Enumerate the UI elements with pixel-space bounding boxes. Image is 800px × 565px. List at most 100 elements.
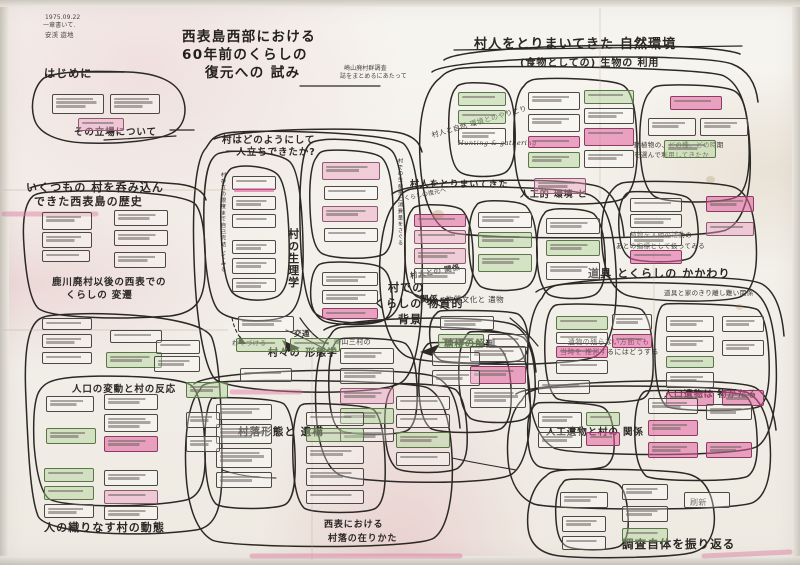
- note-card[interactable]: [528, 92, 580, 110]
- note-card[interactable]: [104, 436, 158, 452]
- note-card[interactable]: [630, 250, 682, 264]
- note-card[interactable]: [46, 396, 94, 412]
- note-card[interactable]: [238, 316, 294, 332]
- note-card[interactable]: [340, 388, 394, 404]
- note-card[interactable]: [110, 94, 160, 114]
- note-card[interactable]: [114, 210, 168, 226]
- note-card[interactable]: [232, 278, 276, 292]
- note-card[interactable]: [42, 212, 92, 230]
- note-card[interactable]: [154, 356, 200, 372]
- note-card[interactable]: [104, 394, 158, 410]
- note-card[interactable]: [538, 380, 590, 394]
- note-card[interactable]: [340, 348, 394, 364]
- note-card[interactable]: [438, 334, 484, 348]
- note-card[interactable]: [458, 110, 506, 124]
- note-card[interactable]: [396, 414, 450, 428]
- note-card[interactable]: [44, 468, 94, 482]
- note-card[interactable]: [306, 468, 364, 486]
- note-card[interactable]: [584, 128, 634, 146]
- note-card[interactable]: [414, 230, 466, 244]
- note-card[interactable]: [306, 490, 364, 504]
- note-card[interactable]: [104, 470, 158, 486]
- note-card[interactable]: [322, 308, 378, 319]
- note-card[interactable]: [52, 94, 104, 114]
- note-card[interactable]: [104, 414, 158, 432]
- note-card[interactable]: [584, 90, 634, 104]
- note-card[interactable]: [322, 162, 380, 180]
- note-card[interactable]: [44, 504, 94, 518]
- note-card[interactable]: [648, 420, 698, 436]
- note-card[interactable]: [340, 368, 394, 384]
- note-card[interactable]: [414, 248, 466, 264]
- note-card[interactable]: [556, 316, 608, 330]
- note-card[interactable]: [556, 346, 608, 358]
- note-card[interactable]: [156, 340, 200, 354]
- note-card[interactable]: [324, 186, 378, 200]
- note-card[interactable]: [648, 398, 698, 414]
- note-card[interactable]: [562, 516, 606, 532]
- note-card[interactable]: [556, 360, 608, 374]
- note-card[interactable]: [546, 262, 600, 280]
- note-card[interactable]: [586, 432, 620, 446]
- note-card[interactable]: [232, 214, 276, 228]
- note-card[interactable]: [414, 268, 466, 284]
- note-card[interactable]: [612, 334, 652, 348]
- note-card[interactable]: [478, 212, 532, 228]
- note-card[interactable]: [664, 140, 716, 158]
- note-card[interactable]: [528, 152, 580, 168]
- note-card[interactable]: [470, 366, 526, 384]
- note-card[interactable]: [666, 356, 714, 368]
- note-card[interactable]: [306, 428, 364, 442]
- note-card[interactable]: [534, 178, 586, 194]
- note-card[interactable]: [528, 136, 580, 148]
- note-card[interactable]: [700, 118, 748, 136]
- note-card[interactable]: [706, 404, 752, 420]
- note-card[interactable]: [706, 196, 754, 212]
- note-card[interactable]: [722, 390, 764, 406]
- note-card[interactable]: [470, 388, 526, 408]
- note-card[interactable]: [114, 252, 166, 268]
- note-card[interactable]: [670, 96, 722, 110]
- note-card[interactable]: [44, 486, 94, 500]
- note-card[interactable]: [560, 492, 608, 508]
- note-card[interactable]: [546, 218, 600, 234]
- note-card[interactable]: [186, 412, 220, 428]
- note-card[interactable]: [722, 340, 764, 356]
- note-card[interactable]: [706, 222, 754, 236]
- note-card[interactable]: [586, 412, 620, 426]
- note-card[interactable]: [556, 332, 608, 344]
- note-card[interactable]: [478, 254, 532, 272]
- note-card[interactable]: [666, 336, 714, 352]
- note-card[interactable]: [46, 428, 96, 444]
- note-card[interactable]: [432, 352, 480, 366]
- note-card[interactable]: [42, 250, 90, 262]
- note-card[interactable]: [322, 272, 378, 286]
- note-card[interactable]: [42, 334, 92, 348]
- note-card[interactable]: [216, 448, 272, 468]
- note-card[interactable]: [666, 372, 714, 388]
- note-card[interactable]: [722, 316, 764, 332]
- note-card[interactable]: [432, 370, 480, 386]
- note-card[interactable]: [306, 446, 364, 464]
- note-card[interactable]: [706, 442, 752, 458]
- note-card[interactable]: [240, 368, 292, 382]
- note-card[interactable]: [630, 198, 682, 212]
- note-card[interactable]: [114, 230, 168, 246]
- note-card[interactable]: [216, 472, 272, 488]
- note-card[interactable]: [648, 118, 696, 136]
- note-card[interactable]: [488, 334, 528, 348]
- note-card[interactable]: [396, 432, 450, 448]
- note-card[interactable]: [290, 338, 340, 352]
- note-card[interactable]: [538, 432, 582, 448]
- note-card[interactable]: [104, 506, 158, 520]
- note-card[interactable]: [306, 412, 364, 426]
- note-card[interactable]: [630, 232, 682, 246]
- note-card[interactable]: [216, 424, 272, 444]
- note-card[interactable]: [396, 396, 450, 410]
- note-card[interactable]: [622, 484, 668, 500]
- note-card[interactable]: [396, 452, 450, 466]
- note-card[interactable]: [186, 382, 228, 398]
- note-card[interactable]: [42, 318, 92, 330]
- note-card[interactable]: [216, 404, 272, 420]
- note-card[interactable]: [42, 232, 92, 248]
